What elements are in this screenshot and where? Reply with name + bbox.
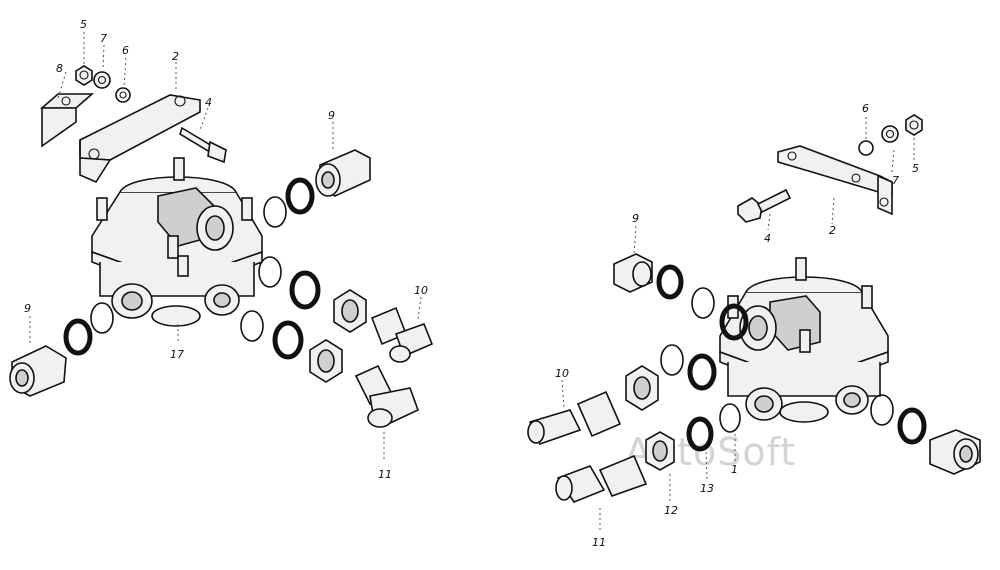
part-seal-ring-d-left xyxy=(63,318,93,356)
label-9-lower-left: 9 xyxy=(24,302,31,315)
part-seal-ring-a-right xyxy=(656,264,684,300)
part-o-ring-b-right xyxy=(660,344,684,376)
part-seal-ring-d-right xyxy=(897,407,927,445)
part-o-ring-a-right xyxy=(691,287,715,319)
label-9-right: 9 xyxy=(632,212,639,225)
part-elbow-11-left xyxy=(354,364,420,428)
part-bolt-left xyxy=(179,126,227,164)
label-12-right: 12 xyxy=(664,504,678,517)
label-7-left: 7 xyxy=(100,32,107,45)
part-valve-body-left xyxy=(91,157,263,327)
part-seal-ring-b-left xyxy=(289,270,321,310)
part-o-ring-b-left xyxy=(258,256,282,288)
label-4-left: 4 xyxy=(205,96,212,109)
label-6-left: 6 xyxy=(122,44,129,57)
part-o-ring-d-left xyxy=(90,302,114,334)
part-elbow-11-right xyxy=(555,454,648,503)
part-elbow-10-left xyxy=(370,306,434,363)
part-seal-ring-b-right xyxy=(719,303,749,341)
part-fitting-lower-left xyxy=(9,345,67,397)
label-4-right: 4 xyxy=(764,232,771,245)
label-1-right: 1 xyxy=(731,463,738,476)
part-o-ring-1-right xyxy=(719,403,741,433)
label-9-upper-left: 9 xyxy=(328,109,335,122)
part-hex-nut-a-right xyxy=(625,365,659,411)
right-assembly: 6 7 5 4 2 9 10 1 13 12 11 xyxy=(527,102,981,549)
part-seal-ring-13-right xyxy=(686,416,714,452)
label-10-left: 10 xyxy=(414,284,428,297)
label-7-right: 7 xyxy=(892,174,899,187)
label-2-right: 2 xyxy=(829,224,836,237)
part-seal-ring-c-left xyxy=(272,320,304,360)
part-seal-ring-c-right xyxy=(687,353,717,391)
part-hex-nut-12-right xyxy=(645,431,675,471)
label-17-left: 17 xyxy=(170,348,184,361)
part-hex-nut-a-left xyxy=(333,289,367,333)
part-lock-washer-right xyxy=(858,140,874,156)
label-5-right: 5 xyxy=(912,162,919,175)
label-6-right: 6 xyxy=(862,102,869,115)
part-seal-ring-a-left xyxy=(285,177,315,215)
part-o-ring-c-left xyxy=(240,310,264,342)
part-elbow-10-right xyxy=(527,390,622,445)
label-5-left: 5 xyxy=(80,18,87,31)
part-fitting-upper-right xyxy=(613,253,653,293)
part-bolt-right xyxy=(737,188,792,223)
part-nut-right xyxy=(905,114,923,136)
label-8-left: 8 xyxy=(56,62,63,75)
part-mounting-plate-left xyxy=(79,94,201,184)
part-angle-bracket-left xyxy=(39,93,95,148)
part-fitting-right xyxy=(929,429,981,475)
part-nut-left xyxy=(75,65,93,86)
part-o-ring-a-left xyxy=(263,196,287,228)
part-washer-right xyxy=(881,125,899,143)
part-mounting-plate-right xyxy=(777,145,893,216)
label-10-right: 10 xyxy=(555,367,569,380)
left-assembly: 5 7 6 8 2 4 9 9 10 17 11 xyxy=(9,18,434,481)
part-valve-body-right xyxy=(719,257,889,423)
label-2-left: 2 xyxy=(172,50,179,63)
part-washer-left xyxy=(93,71,111,89)
part-hex-nut-b-left xyxy=(309,339,343,383)
part-lock-washer-left xyxy=(115,87,131,103)
label-13-right: 13 xyxy=(700,482,714,495)
part-fitting-upper-left xyxy=(315,149,371,197)
label-11-left: 11 xyxy=(378,468,392,481)
label-11-right: 11 xyxy=(592,536,606,549)
part-o-ring-c-right xyxy=(870,394,894,426)
